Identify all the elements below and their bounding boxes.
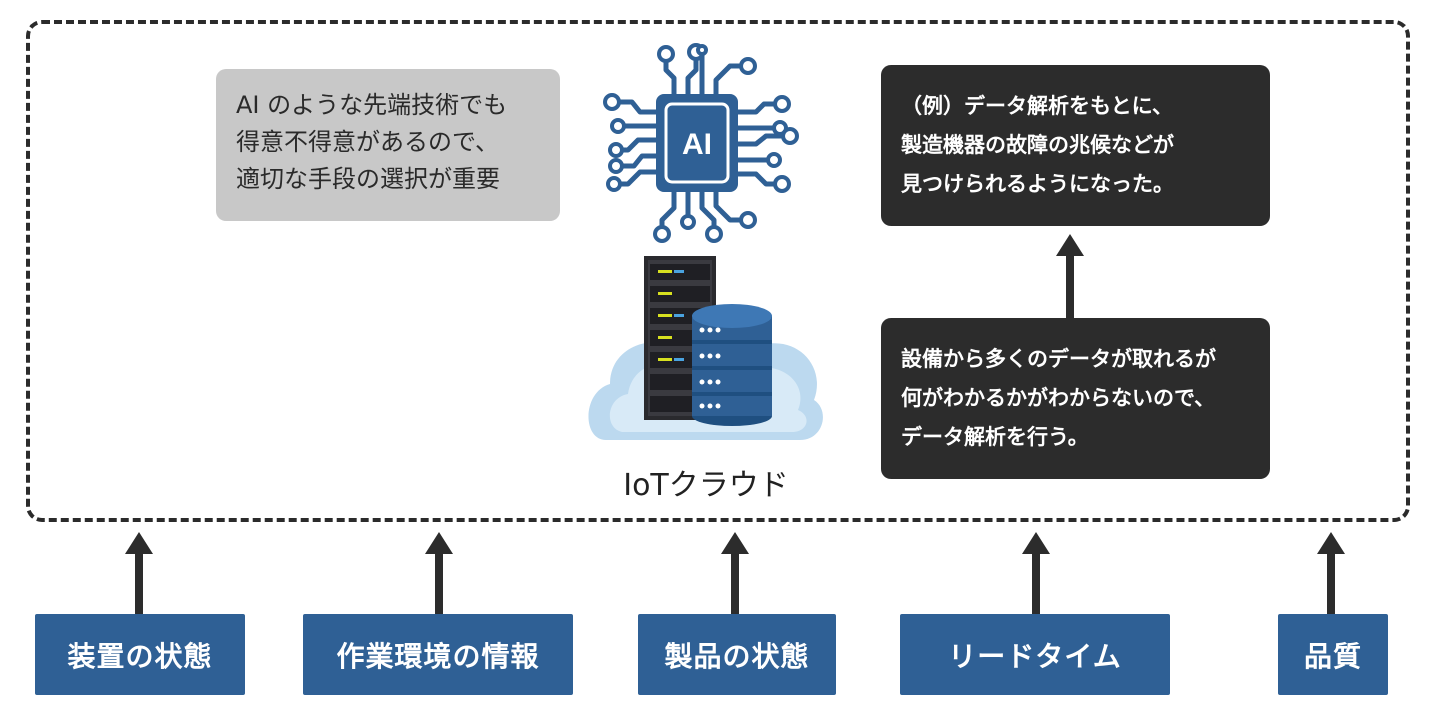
data-note-line-2: 何がわかるかがわからないので、 — [901, 386, 1216, 410]
example-note-line-1: （例）データ解析をもとに、 — [901, 94, 1173, 118]
ai-selection-note: AI のような先端技術でも 得意不得意があるので、 適切な手段の選択が重要 — [216, 69, 560, 221]
iot-cloud-label: IoTクラウド — [623, 468, 789, 503]
up-arrow-3 — [721, 532, 749, 614]
category-product-status: 製品の状態 — [638, 614, 836, 695]
category-equipment-status: 装置の状態 — [35, 614, 245, 695]
category-lead-time: リードタイム — [900, 614, 1170, 695]
ai-chip-icon: AI — [603, 43, 799, 243]
category-work-environment: 作業環境の情報 — [303, 614, 573, 695]
ai-chip-label: AI — [682, 128, 712, 161]
data-note-line-3: データ解析を行う。 — [901, 425, 1089, 449]
example-note-line-3: 見つけられるようになった。 — [901, 172, 1174, 196]
example-result-note: （例）データ解析をもとに、 製造機器の故障の兆候などが 見つけられるようになった… — [881, 65, 1270, 226]
iot-system-boundary — [26, 20, 1410, 522]
data-note-line-1: 設備から多くのデータが取れるが — [901, 347, 1216, 371]
up-arrow-4 — [1022, 532, 1050, 614]
ai-note-line-2: 得意不得意があるので、 — [236, 128, 500, 156]
data-analysis-note: 設備から多くのデータが取れるが 何がわかるかがわからないので、 データ解析を行う… — [881, 318, 1270, 479]
analysis-to-result-arrow — [1056, 234, 1084, 320]
ai-note-line-1: AI のような先端技術でも — [236, 91, 508, 119]
category-quality: 品質 — [1278, 614, 1388, 695]
up-arrow-2 — [425, 532, 453, 614]
example-note-line-2: 製造機器の故障の兆候などが — [901, 133, 1174, 157]
up-arrow-5 — [1317, 532, 1345, 614]
iot-cloud-icon — [588, 256, 823, 440]
ai-note-line-3: 適切な手段の選択が重要 — [236, 165, 500, 193]
up-arrow-1 — [125, 532, 153, 614]
